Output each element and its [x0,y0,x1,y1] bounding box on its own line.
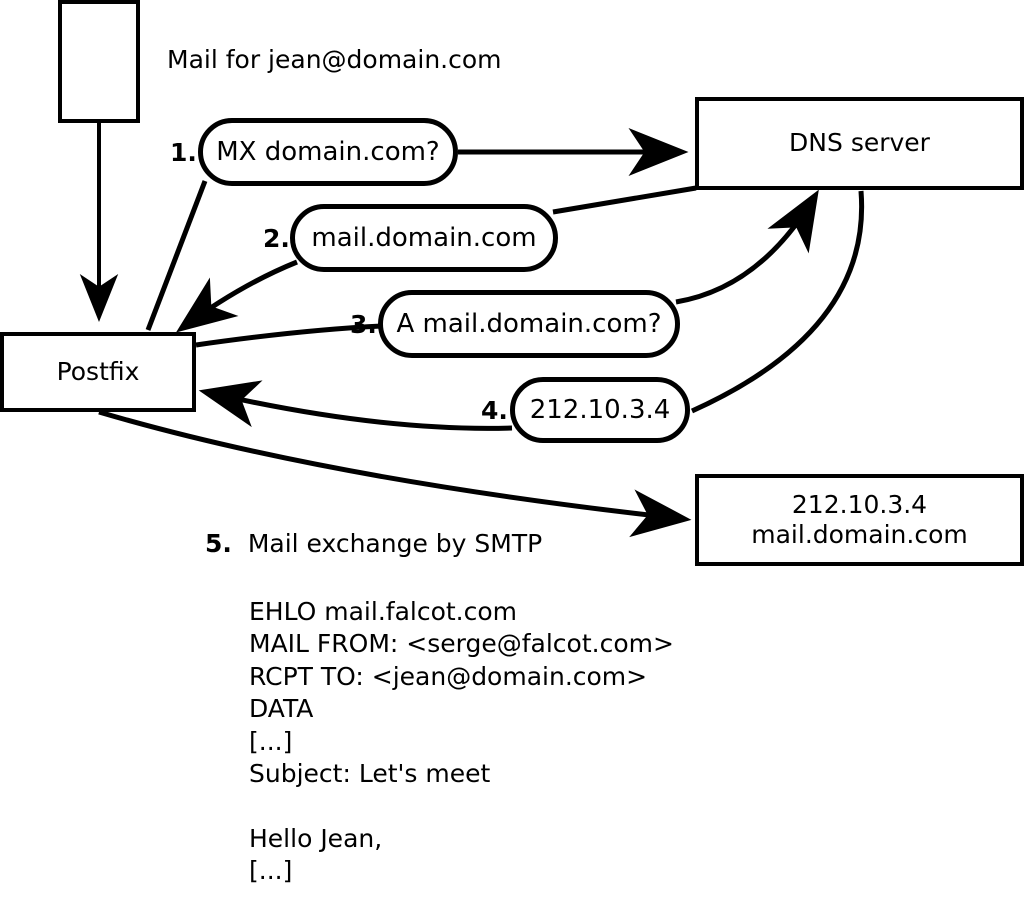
edge-dns-to-step4 [690,190,865,414]
node-postfix-label: Postfix [56,356,140,386]
bubble-step-2-text: mail.domain.com [311,223,537,253]
smtp-transcript: EHLO mail.falcot.com MAIL FROM: <serge@f… [249,597,674,886]
node-target-mx-hostname: mail.domain.com [751,520,968,549]
step-number-5: 5. [205,529,232,558]
node-target-mx-ip: 212.10.3.4 [791,489,928,519]
edge-step3-to-dns [675,189,819,305]
edge-step2-to-postfix [175,259,298,333]
bubble-step-3-text: A mail.domain.com? [396,309,662,339]
bubble-step-3: A mail.domain.com? [378,290,680,358]
edge-postfix-to-step1 [145,180,208,331]
node-postfix: Postfix [0,332,196,412]
edge-step4-to-postfix [198,380,513,431]
step-5-row: 5. Mail exchange by SMTP [205,529,542,558]
step-number-1: 1. [170,138,197,167]
bubble-step-1: MX domain.com? [198,118,458,186]
step-number-4: 4. [481,396,508,425]
bubble-step-4-text: 212.10.3.4 [529,395,671,425]
node-target-mx: 212.10.3.4 mail.domain.com [695,474,1024,566]
node-dns-server: DNS server [695,97,1024,190]
step-number-3: 3. [350,310,377,339]
node-dns-server-label: DNS server [789,128,930,158]
bubble-step-4: 212.10.3.4 [510,377,690,443]
edge-dns-to-step2 [552,185,697,215]
bubble-step-1-text: MX domain.com? [216,137,440,167]
step-5-label: Mail exchange by SMTP [247,529,543,558]
bubble-step-2: mail.domain.com [290,204,558,272]
step-number-2: 2. [263,224,290,253]
mail-for-note: Mail for jean@domain.com [167,45,502,74]
node-sender-host [58,0,140,123]
